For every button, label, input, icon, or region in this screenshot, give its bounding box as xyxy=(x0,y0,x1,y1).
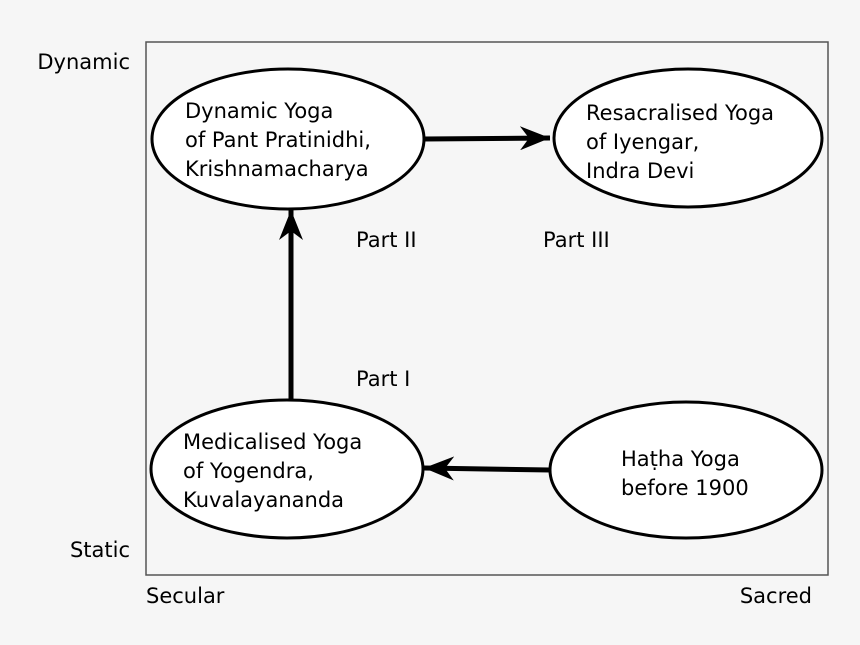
y-axis-label-top: Dynamic xyxy=(37,50,130,74)
arrow-dynamic-to-resacralised xyxy=(423,126,551,151)
node-resacralised-yoga-line-3: Indra Devi xyxy=(586,159,694,183)
node-medicalised-yoga-line-2: of Yogendra, xyxy=(183,459,314,483)
node-medicalised-yoga-text: Medicalised Yoga of Yogendra, Kuvalayana… xyxy=(183,430,369,512)
node-hatha-yoga-line-2: before 1900 xyxy=(621,476,749,500)
node-dynamic-yoga-line-3: Krishnamacharya xyxy=(185,157,369,181)
node-resacralised-yoga-line-2: of Iyengar, xyxy=(586,130,699,154)
x-axis-label-left: Secular xyxy=(146,584,225,608)
part-3-label: Part III xyxy=(543,228,610,252)
node-hatha-yoga-text: Haṭha Yoga before 1900 xyxy=(621,447,749,500)
node-dynamic-yoga xyxy=(150,67,426,211)
node-resacralised-yoga-text: Resacralised Yoga of Iyengar, Indra Devi xyxy=(586,101,781,183)
part-2-label: Part II xyxy=(356,228,417,252)
node-hatha-yoga-line-1: Haṭha Yoga xyxy=(621,447,740,471)
node-dynamic-yoga-text: Dynamic Yoga of Pant Pratinidhi, Krishna… xyxy=(185,99,378,181)
node-resacralised-yoga-line-1: Resacralised Yoga xyxy=(586,101,774,125)
node-dynamic-yoga-line-2: of Pant Pratinidhi, xyxy=(185,128,371,152)
node-medicalised-yoga-line-3: Kuvalayananda xyxy=(183,488,344,512)
node-resacralised-yoga xyxy=(552,67,824,209)
part-1-label: Part I xyxy=(356,367,410,391)
plot-frame xyxy=(145,41,829,576)
arrow-hatha-to-medicalised xyxy=(423,456,551,481)
node-dynamic-yoga-line-1: Dynamic Yoga xyxy=(185,99,333,123)
node-medicalised-yoga xyxy=(149,398,425,540)
x-axis-label-right: Sacred xyxy=(740,584,812,608)
y-axis-label-bottom: Static xyxy=(70,538,130,562)
node-medicalised-yoga-line-1: Medicalised Yoga xyxy=(183,430,362,454)
node-hatha-yoga xyxy=(548,400,824,540)
